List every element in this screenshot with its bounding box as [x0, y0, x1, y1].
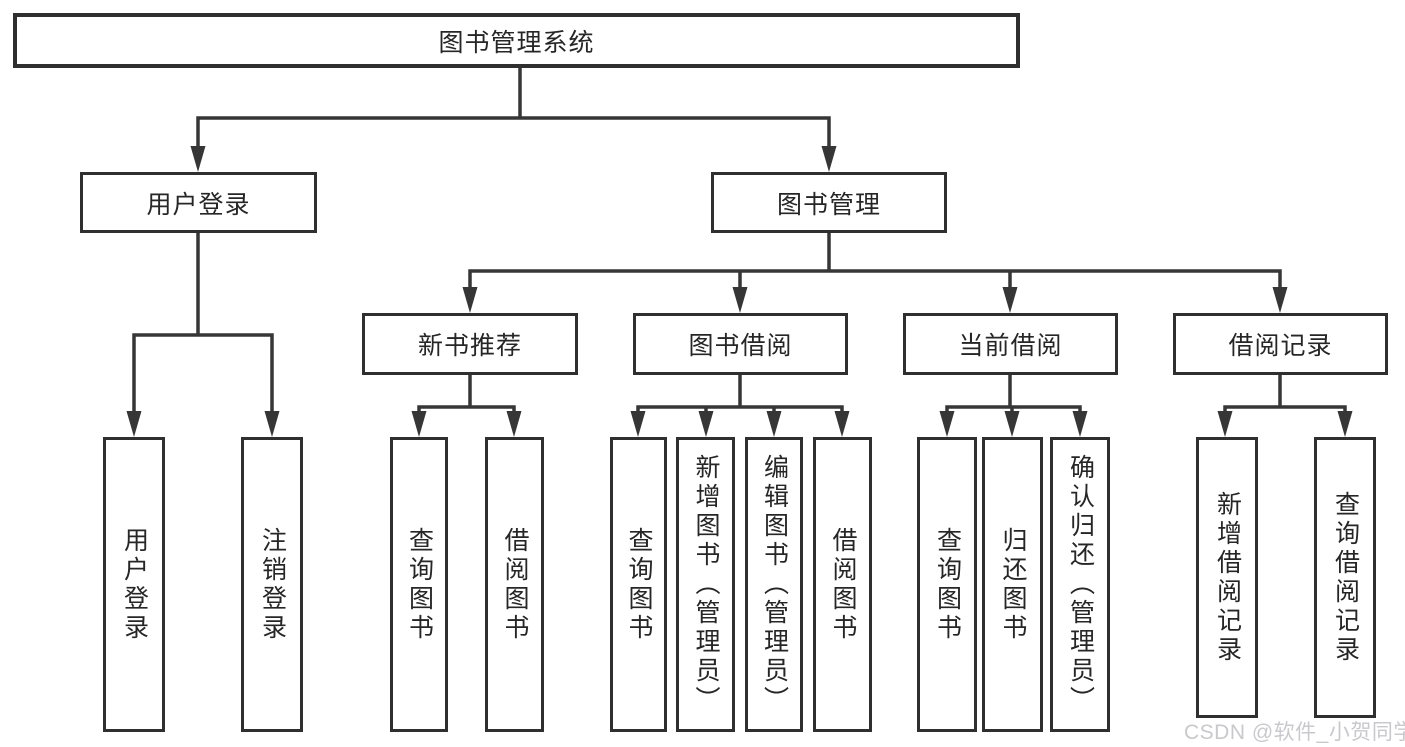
connector-login-to-leaves [132, 231, 274, 419]
leaf-return-books: 归还图书 [982, 437, 1043, 732]
leaf-add-borrow-record: 新增借阅记录 [1196, 437, 1258, 718]
leaf-add-books-admin: 新增图书（管理员） [676, 437, 735, 732]
node-book-management: 图书管理 [711, 172, 947, 233]
node-book-borrow: 图书借阅 [633, 313, 848, 375]
arrow-icon [462, 287, 478, 313]
arrow-icon [766, 411, 782, 437]
connector-borrow-to-leaves [636, 373, 844, 423]
leaf-query-books-3: 查询图书 [917, 437, 977, 732]
arrow-icon [1004, 411, 1020, 437]
arrow-icon [1272, 287, 1288, 313]
node-root: 图书管理系统 [13, 13, 1020, 68]
arrow-icon [264, 411, 280, 437]
arrow-icon [126, 411, 142, 437]
arrow-icon [190, 146, 206, 172]
connector-root-to-level2 [196, 66, 831, 154]
node-new-book-recommend: 新书推荐 [362, 313, 578, 375]
leaf-borrow-books-2: 借阅图书 [813, 437, 872, 732]
leaf-query-borrow-record: 查询借阅记录 [1314, 437, 1376, 718]
arrow-icon [1337, 411, 1353, 437]
leaf-user-login: 用户登录 [103, 437, 165, 732]
connector-newbook-to-leaves [417, 373, 516, 423]
connector-mgmt-to-level3 [468, 231, 1282, 297]
arrow-icon [732, 287, 748, 313]
leaf-query-books-1: 查询图书 [390, 437, 448, 732]
arrow-icon [1072, 411, 1088, 437]
arrow-icon [821, 146, 837, 172]
connector-record-to-leaves [1223, 373, 1347, 423]
arrow-icon [411, 411, 427, 437]
arrow-icon [698, 411, 714, 437]
leaf-confirm-return-admin: 确认归还（管理员） [1050, 437, 1110, 732]
arrowheads [126, 146, 1353, 437]
arrow-icon [506, 411, 522, 437]
leaf-query-books-2: 查询图书 [610, 437, 667, 732]
arrow-icon [834, 411, 850, 437]
leaf-edit-books-admin: 编辑图书（管理员） [745, 437, 803, 732]
arrow-icon [1002, 287, 1018, 313]
node-current-borrow: 当前借阅 [903, 313, 1118, 375]
arrow-icon [1217, 411, 1233, 437]
arrow-icon [630, 411, 646, 437]
arrow-icon [939, 411, 955, 437]
node-borrow-record: 借阅记录 [1173, 313, 1388, 375]
csdn-watermark: CSDN @软件_小贺同学 [1184, 721, 1405, 744]
node-user-login: 用户登录 [80, 172, 317, 233]
leaf-logout: 注销登录 [241, 437, 303, 732]
leaf-borrow-books-1: 借阅图书 [485, 437, 544, 732]
